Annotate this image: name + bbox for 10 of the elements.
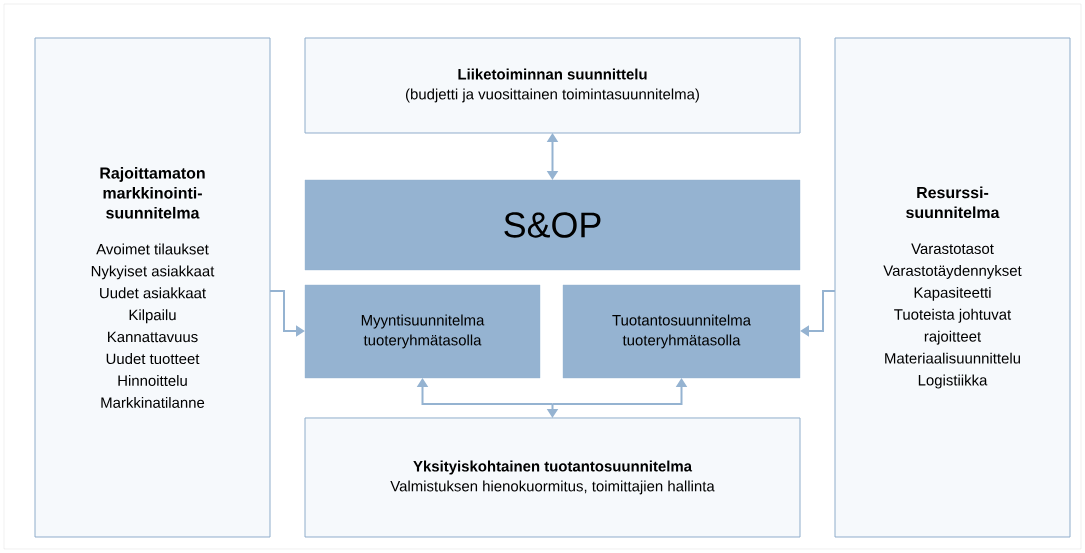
- arrow: [546, 133, 559, 180]
- plan-box: Tuotantosuunnitelma tuoteryhmätasolla: [562, 284, 801, 379]
- plan-box: Myyntisuunnitelma tuoteryhmätasolla: [304, 284, 541, 379]
- central-box: S&OP: [304, 179, 801, 271]
- side-panel: Rajoittamaton markkinointi- suunnitelma Avoimet tilaukset Nykyiset asiakkaat Uudet asiakkaat Kilpailu Kannattavuus Uudet tuotteet Hinnoittelu Markkinatilanne: [34, 37, 271, 538]
- planning-box: Yksityiskohtainen tuotantosuunnitelma Valmistuksen hienokuormitus, toimittajien hallinta: [304, 417, 801, 538]
- arrow: [800, 290, 836, 337]
- side-panel: Resurssi- suunnitelma Varastotasot Varastotäydennykset Kapasiteetti Tuoteista johtuvat rajoitteet Materiaalisuunnittelu Logistiikka: [834, 37, 1071, 538]
- planning-box: Liiketoiminnan suunnittelu (budjetti ja vuosittainen toimintasuunnitelma): [304, 37, 801, 134]
- arrow: [416, 378, 554, 405]
